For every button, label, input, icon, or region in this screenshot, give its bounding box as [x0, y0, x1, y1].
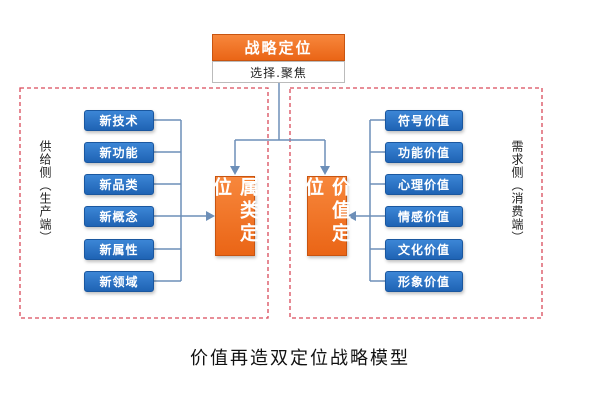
- left-item-concept: 新概念: [84, 206, 154, 227]
- category-positioning-box: 属类定位: [210, 176, 259, 256]
- right-item-symbol-value: 符号价值: [385, 110, 463, 131]
- right-item-function-value: 功能价值: [385, 142, 463, 163]
- value-positioning-box: 价值定位: [302, 176, 351, 256]
- top-fork: [234, 83, 326, 167]
- supply-side-label-sub: （生产端）: [38, 179, 52, 244]
- demand-side-label-main: 需求侧: [510, 140, 524, 179]
- fork-arrow-left: [230, 166, 240, 175]
- fork-arrow-right: [320, 166, 330, 175]
- left-item-tech: 新技术: [84, 110, 154, 131]
- left-item-category: 新品类: [84, 174, 154, 195]
- demand-side-label: 需求侧（消费端）: [510, 140, 524, 244]
- right-panel-border: [289, 87, 543, 319]
- right-item-psychological-value: 心理价值: [385, 174, 463, 195]
- right-bracket: [369, 119, 385, 282]
- strategy-subtitle-box: 选择.聚焦: [212, 61, 345, 83]
- left-bracket: [154, 119, 182, 282]
- left-arrow-head: [206, 211, 215, 221]
- demand-side-label-sub: （消费端）: [510, 179, 524, 244]
- diagram-caption: 价值再造双定位战略模型: [190, 348, 410, 369]
- left-item-function: 新功能: [84, 142, 154, 163]
- left-item-attribute: 新属性: [84, 239, 154, 260]
- right-item-image-value: 形象价值: [385, 271, 463, 292]
- right-item-emotional-value: 情感价值: [385, 206, 463, 227]
- left-item-domain: 新领域: [84, 271, 154, 292]
- left-panel-border: [19, 87, 269, 319]
- right-arrow-head: [347, 211, 356, 221]
- supply-side-label-main: 供给侧: [38, 140, 52, 179]
- supply-side-label: 供给侧（生产端）: [38, 140, 52, 244]
- right-item-cultural-value: 文化价值: [385, 239, 463, 260]
- strategy-title-box: 战略定位: [212, 34, 345, 61]
